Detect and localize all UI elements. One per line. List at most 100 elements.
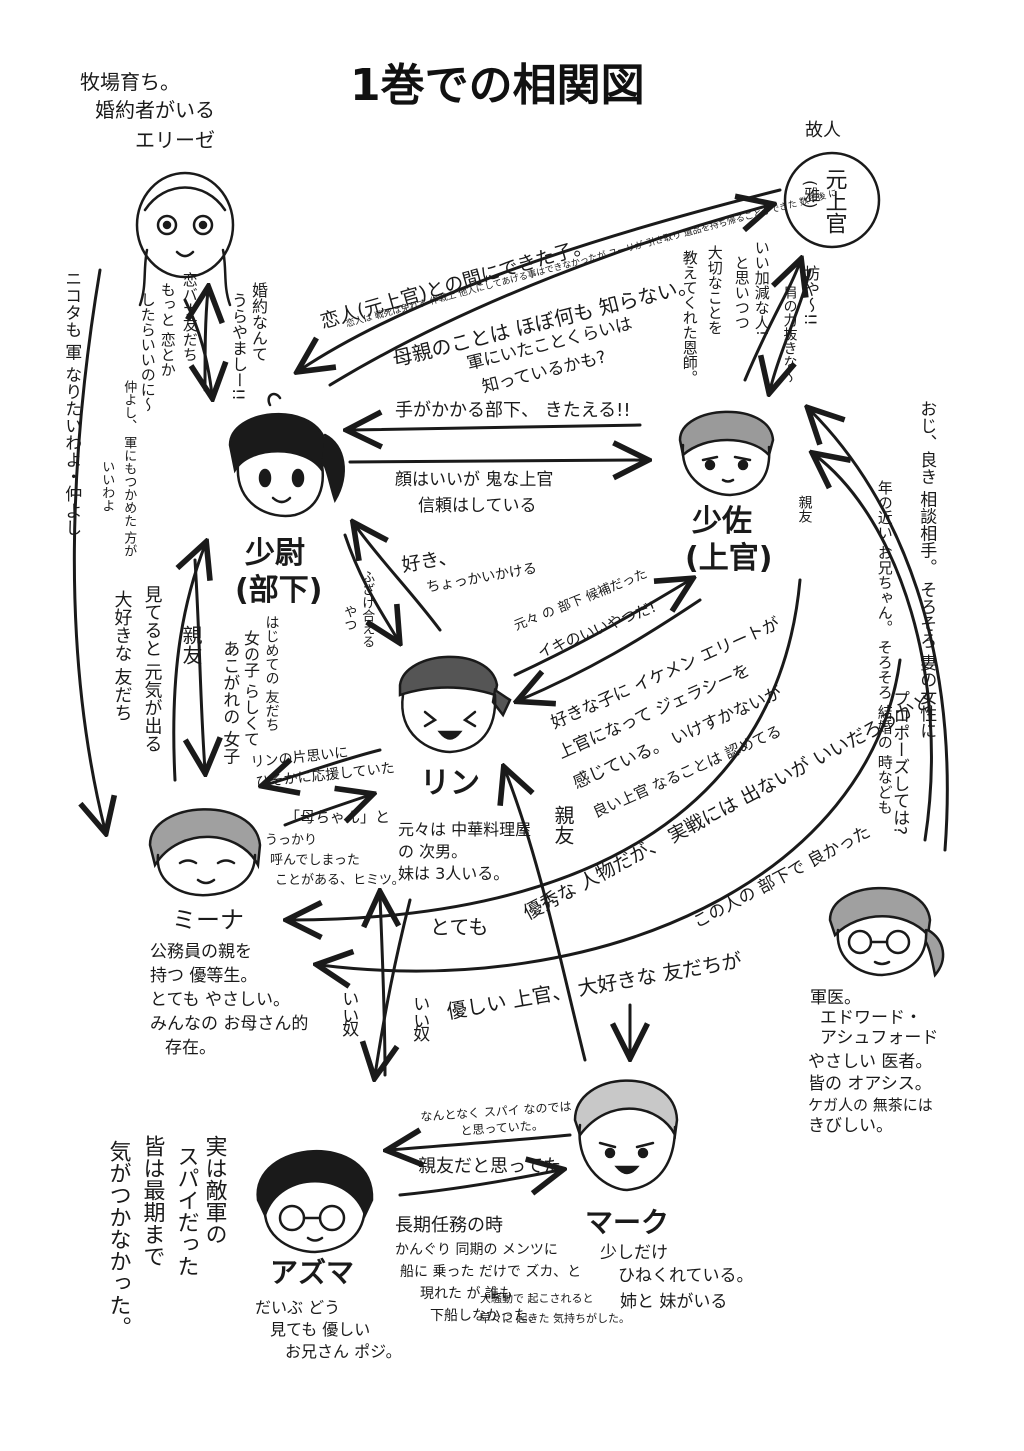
mark-desc-2: ひねくれている。 bbox=[618, 1266, 754, 1286]
motojoukan-name: 元上官 bbox=[821, 168, 847, 234]
arrow-shousa-to-mark bbox=[320, 658, 902, 971]
mark-name: マーク bbox=[585, 1206, 670, 1239]
gunni-desc-7: きびしい。 bbox=[808, 1116, 893, 1136]
rel-nakayoshi-1: 仲よし、 軍にもつかめた 方が bbox=[121, 380, 137, 558]
rel-nakayoshi-2: いいわよ bbox=[99, 460, 115, 512]
rel-ii-yatsu-1b: 奴 bbox=[338, 1020, 359, 1037]
arrow-motojoukan-to-shousa bbox=[770, 268, 812, 390]
rin-desc-3: 妹は 3人いる。 bbox=[398, 864, 510, 883]
arrow-shoui-to-rin bbox=[343, 533, 398, 640]
rin-desc-1: 元々は 中華料理屋 bbox=[398, 820, 532, 839]
rel-nanika: ニコタも 軍 なりたいわよ・仲よし bbox=[61, 270, 82, 536]
gunni-desc-5: 皆の オアシス。 bbox=[808, 1074, 932, 1094]
arrow-gunni-to-shousa bbox=[815, 455, 933, 842]
rel-fuzake-2: やつ bbox=[341, 605, 357, 631]
rel-iikagen-2: と思いつつ bbox=[732, 255, 751, 330]
gunni-face-illustration bbox=[828, 886, 945, 978]
arrow-shousa-to-mina bbox=[290, 578, 802, 920]
shousa-face-illustration bbox=[678, 410, 775, 497]
arrow-shousa-to-shoui bbox=[350, 425, 642, 430]
arrow-shoui-to-mina bbox=[195, 558, 205, 770]
arrow-shousa-to-rin bbox=[520, 598, 702, 700]
azuma-desc-1: だいぶ どう bbox=[255, 1298, 341, 1317]
rel-shinyuu-mark: 親友 bbox=[796, 495, 813, 523]
motojoukan-sub: (雅) bbox=[801, 180, 820, 209]
rel-shinyuu-rin: 親友 bbox=[551, 805, 575, 845]
arrow-rin-to-shoui bbox=[355, 525, 442, 632]
rel-shinyuu-datta: 親友だと思ってた bbox=[418, 1156, 562, 1177]
rel-hahachan-2: うっかり bbox=[265, 833, 318, 848]
rel-shinyuu-shoui: 親友 bbox=[179, 625, 203, 665]
mark-desc-1: 少しだけ bbox=[600, 1243, 668, 1263]
rel-iikagen-4: 教えてくれた恩師。 bbox=[680, 250, 699, 385]
arrow-elise-to-mina bbox=[72, 268, 105, 830]
rin-name: リン bbox=[420, 766, 480, 801]
rel-miteru-1: 見てると 元気が出る bbox=[141, 585, 163, 753]
rel-choki-6: 大騒動で 起こされると bbox=[480, 1292, 594, 1305]
shousa-name: 少佐 bbox=[692, 504, 752, 539]
rel-kongaku-2: うらやましー!! bbox=[229, 292, 248, 401]
rel-iikagen-3: 大切なことを bbox=[705, 245, 724, 335]
arrow-shoui-to-shousa bbox=[348, 460, 645, 462]
arrow-shoui-to-motojoukan bbox=[328, 205, 770, 387]
gunni-desc-4: やさしい 医者。 bbox=[808, 1052, 933, 1072]
rel-miteru-2: 大好きな 友だち bbox=[111, 590, 133, 722]
azuma-desc-3: お兄さん ポジ。 bbox=[285, 1342, 402, 1361]
elise-name: エリーゼ bbox=[135, 128, 215, 152]
rel-ohanashi-1: おじ、良き 相談相手。 そろそろ 妻の女性に bbox=[916, 400, 937, 740]
rel-koikou-2: もっと 恋とか bbox=[158, 282, 177, 377]
motojoukan-circle bbox=[783, 151, 881, 249]
rel-koikou-1: 恋バナ友だち bbox=[180, 272, 199, 362]
rel-kongaku-1: 婚約なんて bbox=[249, 282, 268, 362]
azuma-side-3: 皆は最期まで bbox=[139, 1135, 165, 1267]
rel-hajimete-1: はじめての 友だち bbox=[263, 615, 280, 732]
shoui-face-illustration bbox=[228, 392, 345, 518]
arrow-shousa-to-motojoukan bbox=[743, 262, 800, 382]
gunni-desc-1: 軍医。 bbox=[810, 988, 861, 1008]
azuma-side-2: スパイだった bbox=[173, 1145, 199, 1277]
rel-kaoha-2: 信頼はしている bbox=[418, 496, 537, 516]
rel-toshi: 年の近い お兄ちゃん。 そろそろ 結婚の 時なども bbox=[875, 480, 894, 815]
gunni-desc-2: エドワード・ bbox=[820, 1008, 922, 1028]
rel-iikagen-1: いい加減な人! bbox=[752, 240, 771, 337]
rel-choki-7: 早々に 起きた 気持ちがした。 bbox=[480, 1312, 630, 1325]
shoui-role: (部下) bbox=[235, 573, 323, 608]
mina-desc-5: 存在。 bbox=[165, 1038, 216, 1058]
rin-desc-2: の 次男。 bbox=[398, 842, 468, 861]
arrow-rin-to-mina bbox=[265, 748, 382, 785]
rel-hahachan-4: ことがある、ヒミツ。 bbox=[275, 873, 405, 888]
page-title: 1巻での相関図 bbox=[350, 60, 645, 111]
shousa-role: (上官) bbox=[685, 541, 773, 576]
rel-ii-yatsu-2b: 奴 bbox=[409, 1025, 430, 1042]
azuma-side-1: 実は敵軍の bbox=[201, 1135, 227, 1245]
rel-kaoha-1: 顔はいいが 鬼な上官 bbox=[395, 470, 554, 490]
rel-choki-3: 船に 乗った だけで ズカ、と bbox=[400, 1264, 582, 1280]
mina-desc-1: 公務員の親を bbox=[150, 942, 252, 962]
arrow-mina-to-rin bbox=[283, 795, 370, 827]
rel-choki-1: 長期任務の時 bbox=[395, 1215, 503, 1236]
rel-choki-5: 下船しなかった。 bbox=[430, 1308, 542, 1324]
elise-desc-1: 牧場育ち。 bbox=[80, 70, 180, 94]
rel-ii-yatsu-2a: いい bbox=[409, 995, 430, 1029]
rel-choki-4: 現れた が 誰も bbox=[420, 1286, 513, 1302]
mark-desc-3: 姉と 妹がいる bbox=[620, 1292, 728, 1312]
arrow-motojoukan-to-shoui bbox=[300, 188, 782, 370]
gunni-desc-6: ケガ人の 無茶には bbox=[808, 1096, 933, 1114]
rin-face-illustration bbox=[398, 655, 512, 754]
mina-desc-4: みんなの お母さん的 bbox=[150, 1014, 309, 1034]
azuma-desc-2: 見ても 優しい bbox=[270, 1320, 371, 1339]
rel-bouya-1: 坊や〜!! bbox=[801, 265, 820, 326]
mina-face-illustration bbox=[148, 808, 262, 897]
mina-name: ミーナ bbox=[172, 906, 244, 934]
arrow-azuma-to-mark bbox=[398, 1170, 560, 1197]
azuma-name: アズマ bbox=[270, 1256, 355, 1289]
mina-desc-3: とても やさしい。 bbox=[150, 990, 291, 1010]
rel-hajimete-2: 女の子 らしくて bbox=[241, 630, 260, 748]
motojoukan-top: 故人 bbox=[805, 120, 841, 141]
rel-choki-2: かんぐり 同期の メンツに bbox=[395, 1242, 558, 1258]
rel-hahachan-1: 「母ちゃん」と bbox=[285, 808, 391, 826]
azuma-side-4: 気がつかなかった。 bbox=[105, 1140, 131, 1338]
rel-tegakakaru: 手がかかる部下、 きたえる!! bbox=[395, 400, 631, 421]
